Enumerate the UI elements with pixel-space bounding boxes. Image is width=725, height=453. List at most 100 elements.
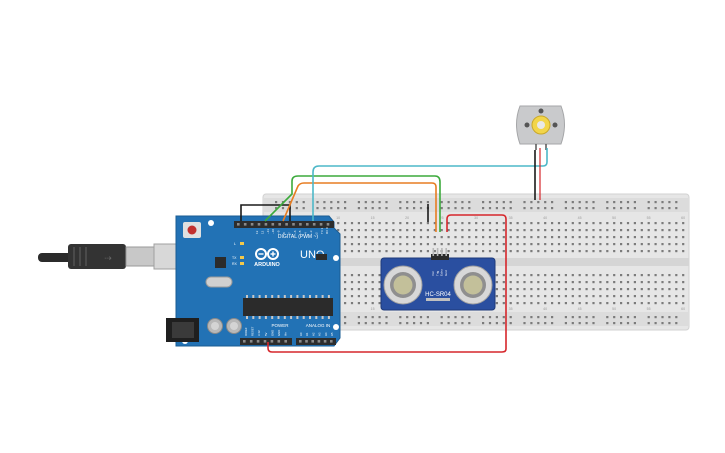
- terminal-hole: [344, 288, 347, 291]
- digital-pin[interactable]: [250, 223, 254, 226]
- sensor-pin[interactable]: [432, 248, 435, 256]
- chip-pin: [277, 316, 280, 319]
- rail-hole: [426, 322, 429, 325]
- rail-hole: [537, 316, 540, 319]
- analog-pin[interactable]: [311, 340, 314, 343]
- terminal-hole: [557, 229, 561, 232]
- digital-pin[interactable]: [243, 223, 247, 226]
- analog-pin-label: A4: [324, 332, 328, 336]
- reset-button-cap[interactable]: [187, 225, 197, 235]
- rail-hole: [357, 207, 360, 210]
- terminal-hole: [426, 236, 429, 239]
- digital-pin[interactable]: [264, 223, 268, 226]
- rail-hole: [316, 201, 319, 204]
- wires[interactable]: [240, 148, 548, 353]
- power-pin[interactable]: [256, 340, 260, 343]
- terminal-hole: [357, 229, 360, 232]
- sensor-pin-label: Gnd: [444, 270, 448, 276]
- terminal-hole: [626, 243, 630, 246]
- wire-orange[interactable]: [282, 182, 437, 232]
- terminal-hole: [357, 222, 360, 225]
- digital-pin[interactable]: [285, 223, 288, 226]
- rail-hole: [440, 201, 443, 204]
- digital-pin[interactable]: [319, 223, 323, 226]
- power-pin[interactable]: [277, 340, 281, 343]
- rail-hole: [606, 207, 609, 210]
- rail-hole: [502, 316, 505, 319]
- rail-hole: [302, 201, 305, 204]
- digital-pin[interactable]: [271, 223, 275, 226]
- terminal-hole: [640, 295, 643, 298]
- terminal-hole: [613, 229, 616, 232]
- wire-cyan[interactable]: [312, 148, 548, 221]
- column-number: 40: [543, 216, 547, 220]
- rail-hole: [530, 322, 533, 325]
- terminal-hole: [516, 274, 519, 277]
- digital-pin[interactable]: [292, 223, 295, 226]
- wire-black-gnd[interactable]: [240, 204, 291, 221]
- sensor-pin[interactable]: [436, 248, 439, 256]
- rail-hole: [606, 316, 609, 319]
- led-label-l: L: [234, 242, 236, 246]
- terminal-hole: [530, 288, 533, 291]
- digital-pin[interactable]: [278, 223, 281, 226]
- terminal-hole: [482, 229, 485, 232]
- terminal-hole: [578, 281, 581, 284]
- terminal-hole: [682, 274, 685, 277]
- rail-hole: [488, 201, 492, 204]
- rail-hole: [385, 316, 388, 319]
- rail-hole: [447, 207, 450, 210]
- analog-pin[interactable]: [323, 340, 327, 343]
- digital-pin[interactable]: [326, 223, 330, 226]
- column-number: 30: [474, 216, 478, 220]
- digital-pin[interactable]: [299, 223, 302, 226]
- sensor-pin-label: Vcc: [431, 270, 435, 276]
- terminal-hole: [502, 288, 505, 291]
- power-pin[interactable]: [270, 340, 274, 343]
- terminal-hole: [337, 222, 340, 225]
- wire-red-5v[interactable]: [267, 214, 507, 353]
- mounting-hole: [333, 324, 339, 330]
- power-pin[interactable]: [243, 340, 246, 343]
- terminal-hole: [647, 302, 650, 305]
- regulator: [316, 254, 327, 260]
- digital-pin[interactable]: [257, 223, 261, 226]
- terminal-hole: [344, 229, 347, 232]
- terminal-hole: [516, 229, 519, 232]
- terminal-hole: [571, 236, 574, 239]
- power-pin[interactable]: [263, 340, 267, 343]
- terminal-hole: [371, 229, 374, 232]
- sensor-pin[interactable]: [445, 248, 447, 256]
- terminal-hole: [364, 243, 367, 246]
- dc-motor[interactable]: [516, 105, 565, 150]
- terminal-hole: [364, 288, 367, 291]
- chip-pin: [258, 316, 261, 319]
- digital-pin-label: RX 0: [325, 227, 329, 234]
- rail-hole: [613, 201, 616, 204]
- power-pin[interactable]: [249, 340, 253, 343]
- wire-green[interactable]: [264, 175, 441, 232]
- usb-cable[interactable]: ⇢: [38, 243, 187, 270]
- digital-pin-label: ~6: [293, 230, 297, 234]
- terminal-hole: [544, 236, 547, 239]
- terminal-hole: [557, 250, 561, 253]
- digital-pin[interactable]: [237, 223, 240, 226]
- rail-hole: [495, 322, 498, 325]
- digital-pin[interactable]: [312, 223, 316, 226]
- terminal-hole: [571, 281, 574, 284]
- analog-pin[interactable]: [330, 340, 333, 343]
- analog-pin[interactable]: [299, 340, 302, 343]
- terminal-hole: [344, 250, 347, 253]
- analog-pin[interactable]: [317, 340, 321, 343]
- terminal-hole: [537, 222, 540, 225]
- power-pin[interactable]: [284, 340, 287, 343]
- digital-pin[interactable]: [306, 223, 309, 226]
- rail-hole: [447, 322, 450, 325]
- analog-pin[interactable]: [305, 340, 308, 343]
- terminal-hole: [585, 281, 588, 284]
- rail-hole: [509, 201, 512, 204]
- rail-hole: [523, 201, 526, 204]
- sensor-pin[interactable]: [441, 248, 443, 256]
